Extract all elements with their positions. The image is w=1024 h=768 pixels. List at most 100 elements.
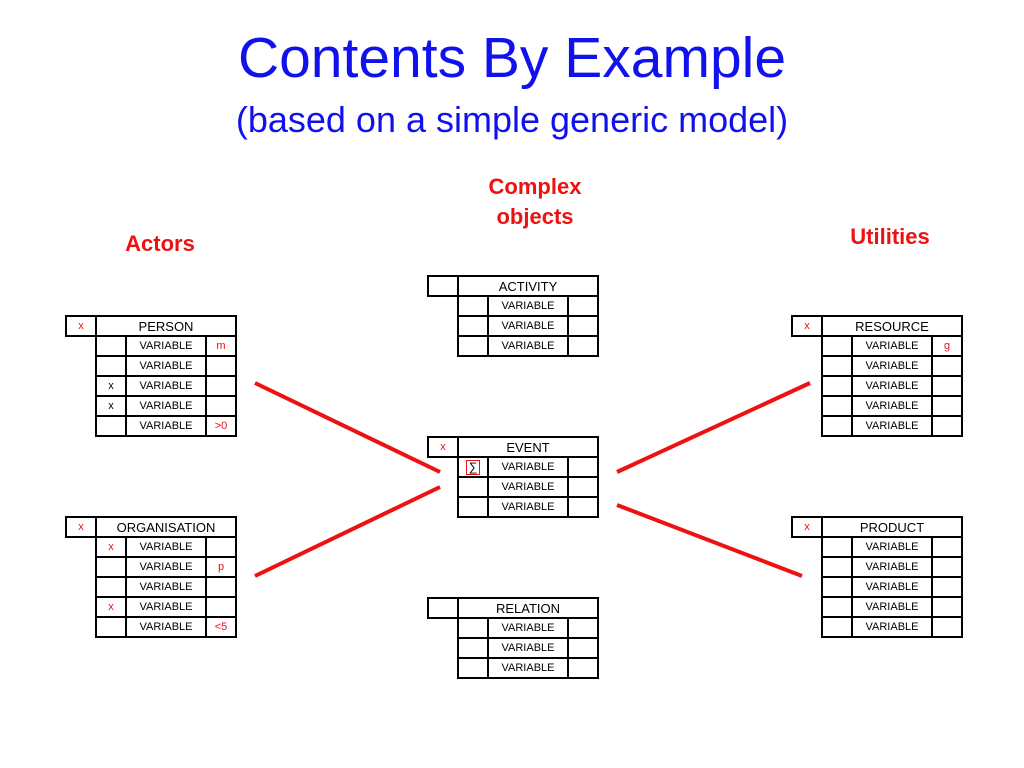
row-mark [95,616,127,638]
row-note [931,375,963,397]
row-label: VARIABLE [125,616,207,638]
row-label: VARIABLE [487,295,569,317]
row-note [205,576,237,598]
row-note [931,616,963,638]
row-label: VARIABLE [125,355,207,377]
row-note [205,536,237,558]
row-label: VARIABLE [487,657,569,679]
row-label: VARIABLE [851,415,933,437]
row-mark [95,335,127,357]
row-mark [821,415,853,437]
row-mark [457,617,489,639]
row-label: VARIABLE [487,476,569,498]
table-header: PERSON [95,315,237,337]
row-label: VARIABLE [487,617,569,639]
row-note [567,456,599,478]
table-header: RELATION [457,597,599,619]
row-note [567,637,599,659]
table-header: ACTIVITY [457,275,599,297]
link-resource-event [616,381,811,474]
row-note [931,395,963,417]
row-note [931,556,963,578]
row-note [567,617,599,639]
row-note [205,395,237,417]
row-label: VARIABLE [851,395,933,417]
row-mark [457,315,489,337]
actors-label: Actors [125,231,195,256]
row-mark [821,576,853,598]
row-mark [95,355,127,377]
row-mark [457,476,489,498]
header-mark: x [65,516,97,538]
row-mark [457,657,489,679]
row-label: VARIABLE [125,536,207,558]
row-note [205,596,237,618]
row-note [567,476,599,498]
row-note [567,657,599,679]
row-mark [95,556,127,578]
row-note: <5 [205,616,237,638]
row-mark [821,616,853,638]
row-label: VARIABLE [851,536,933,558]
row-label: VARIABLE [125,375,207,397]
row-label: VARIABLE [125,415,207,437]
row-label: VARIABLE [851,375,933,397]
row-mark [821,596,853,618]
row-mark [457,335,489,357]
row-label: VARIABLE [851,576,933,598]
row-label: VARIABLE [125,556,207,578]
row-note [567,335,599,357]
complex-objects-label: Complex objects [488,174,582,229]
row-mark [95,415,127,437]
row-label: VARIABLE [487,496,569,518]
row-mark [821,335,853,357]
row-label: VARIABLE [851,596,933,618]
row-mark [821,375,853,397]
row-note: g [931,335,963,357]
row-note [931,355,963,377]
row-label: VARIABLE [125,576,207,598]
header-mark: x [427,436,459,458]
row-label: VARIABLE [487,335,569,357]
row-mark [821,355,853,377]
row-label: VARIABLE [487,637,569,659]
row-note [567,496,599,518]
link-organisation-event [254,485,441,578]
row-label: VARIABLE [125,335,207,357]
row-mark [95,576,127,598]
row-note [931,576,963,598]
row-label: VARIABLE [487,456,569,478]
row-mark: x [95,596,127,618]
header-mark: x [65,315,97,337]
row-mark [821,536,853,558]
table-header: ORGANISATION [95,516,237,538]
row-label: VARIABLE [851,616,933,638]
table-header: EVENT [457,436,599,458]
link-product-event [616,503,803,578]
table-header: PRODUCT [821,516,963,538]
header-mark [427,275,459,297]
page-title: Contents By Example [237,26,787,90]
row-note [567,315,599,337]
row-mark: x [95,395,127,417]
row-mark: x [95,375,127,397]
row-note: >0 [205,415,237,437]
row-mark [457,496,489,518]
row-note [931,415,963,437]
utilities-label: Utilities [850,224,930,249]
row-note [205,355,237,377]
row-mark [821,556,853,578]
row-mark [457,637,489,659]
row-label: VARIABLE [125,596,207,618]
row-note [205,375,237,397]
row-label: VARIABLE [851,355,933,377]
row-note [931,536,963,558]
row-label: VARIABLE [487,315,569,337]
header-mark [427,597,459,619]
row-label: VARIABLE [125,395,207,417]
row-label: VARIABLE [851,556,933,578]
row-note [931,596,963,618]
header-mark: x [791,315,823,337]
row-label: VARIABLE [851,335,933,357]
